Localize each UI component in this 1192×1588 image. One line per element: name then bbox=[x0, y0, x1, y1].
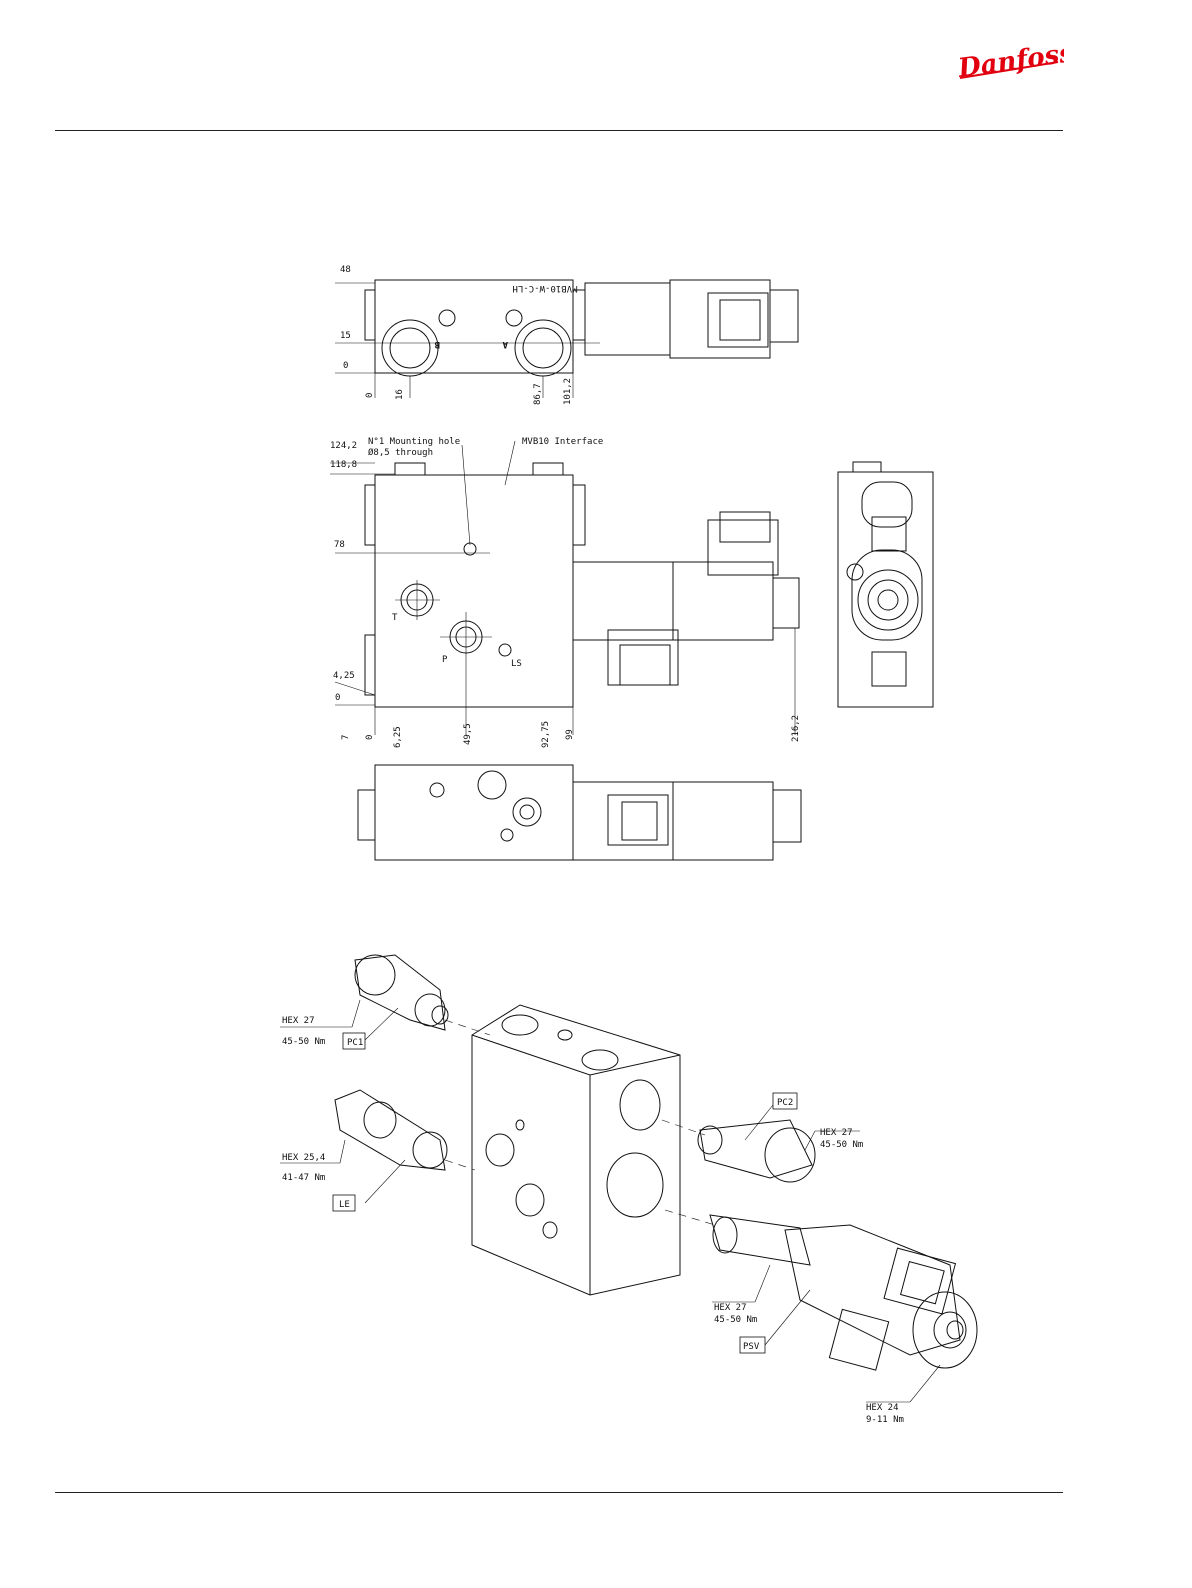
pc1-tag: PC1 bbox=[347, 1038, 363, 1048]
front-dim-49-5: 49,5 bbox=[463, 723, 473, 745]
front-dim-x7: 7 bbox=[341, 735, 351, 740]
top-dim-15: 15 bbox=[340, 331, 351, 341]
mounting-hole-callout-line1: N°1 Mounting hole bbox=[368, 437, 460, 447]
pc1-hex: HEX 27 bbox=[282, 1016, 315, 1026]
pc2-hex: HEX 27 bbox=[820, 1128, 853, 1138]
top-dim-101-2: 101,2 bbox=[563, 378, 573, 405]
side-view bbox=[838, 462, 933, 707]
front-dim-118-8: 118,8 bbox=[330, 460, 357, 470]
exploded-view bbox=[280, 955, 977, 1402]
front-dim-x0: 0 bbox=[365, 735, 375, 740]
part-marking: MVB10-W-C-LH bbox=[512, 283, 577, 293]
front-dim-6-25: 6,25 bbox=[393, 726, 403, 748]
front-dim-78: 78 bbox=[334, 540, 345, 550]
front-view bbox=[330, 441, 799, 735]
le-torque: 41-47 Nm bbox=[282, 1173, 325, 1183]
top-port-b-label: B bbox=[434, 339, 440, 349]
front-dim-4-25: 4,25 bbox=[333, 671, 355, 681]
front-dim-99: 99 bbox=[565, 729, 575, 740]
psv-tag: PSV bbox=[743, 1342, 760, 1352]
coil-nut-hex: HEX 24 bbox=[866, 1403, 899, 1413]
psv-torque: 45-50 Nm bbox=[714, 1315, 757, 1325]
top-dim-0: 0 bbox=[343, 361, 348, 371]
top-dim-16: 16 bbox=[395, 389, 405, 400]
coil-nut-torque: 9-11 Nm bbox=[866, 1415, 904, 1425]
bottom-view bbox=[358, 765, 801, 860]
top-dim-86-7: 86,7 bbox=[533, 383, 543, 405]
port-ls-label: LS bbox=[511, 659, 522, 669]
pc1-torque: 45-50 Nm bbox=[282, 1037, 325, 1047]
front-dim-216-2: 216,2 bbox=[791, 715, 801, 742]
le-hex: HEX 25,4 bbox=[282, 1153, 325, 1163]
interface-callout: MVB10 Interface bbox=[522, 437, 603, 447]
pc2-torque: 45-50 Nm bbox=[820, 1140, 863, 1150]
pc2-tag: PC2 bbox=[777, 1098, 793, 1108]
psv-hex: HEX 27 bbox=[714, 1303, 747, 1313]
front-dim-92-75: 92,75 bbox=[541, 721, 551, 748]
port-t-label: T bbox=[392, 613, 398, 623]
mounting-hole-callout-line2: Ø8,5 through bbox=[368, 447, 433, 458]
front-dim-124-2: 124,2 bbox=[330, 441, 357, 451]
port-p-label: P bbox=[442, 655, 448, 665]
front-dim-0: 0 bbox=[335, 693, 340, 703]
top-dim-x0: 0 bbox=[365, 393, 375, 398]
top-port-a-label: A bbox=[502, 339, 508, 349]
top-dim-48: 48 bbox=[340, 265, 351, 275]
le-tag: LE bbox=[339, 1200, 350, 1210]
